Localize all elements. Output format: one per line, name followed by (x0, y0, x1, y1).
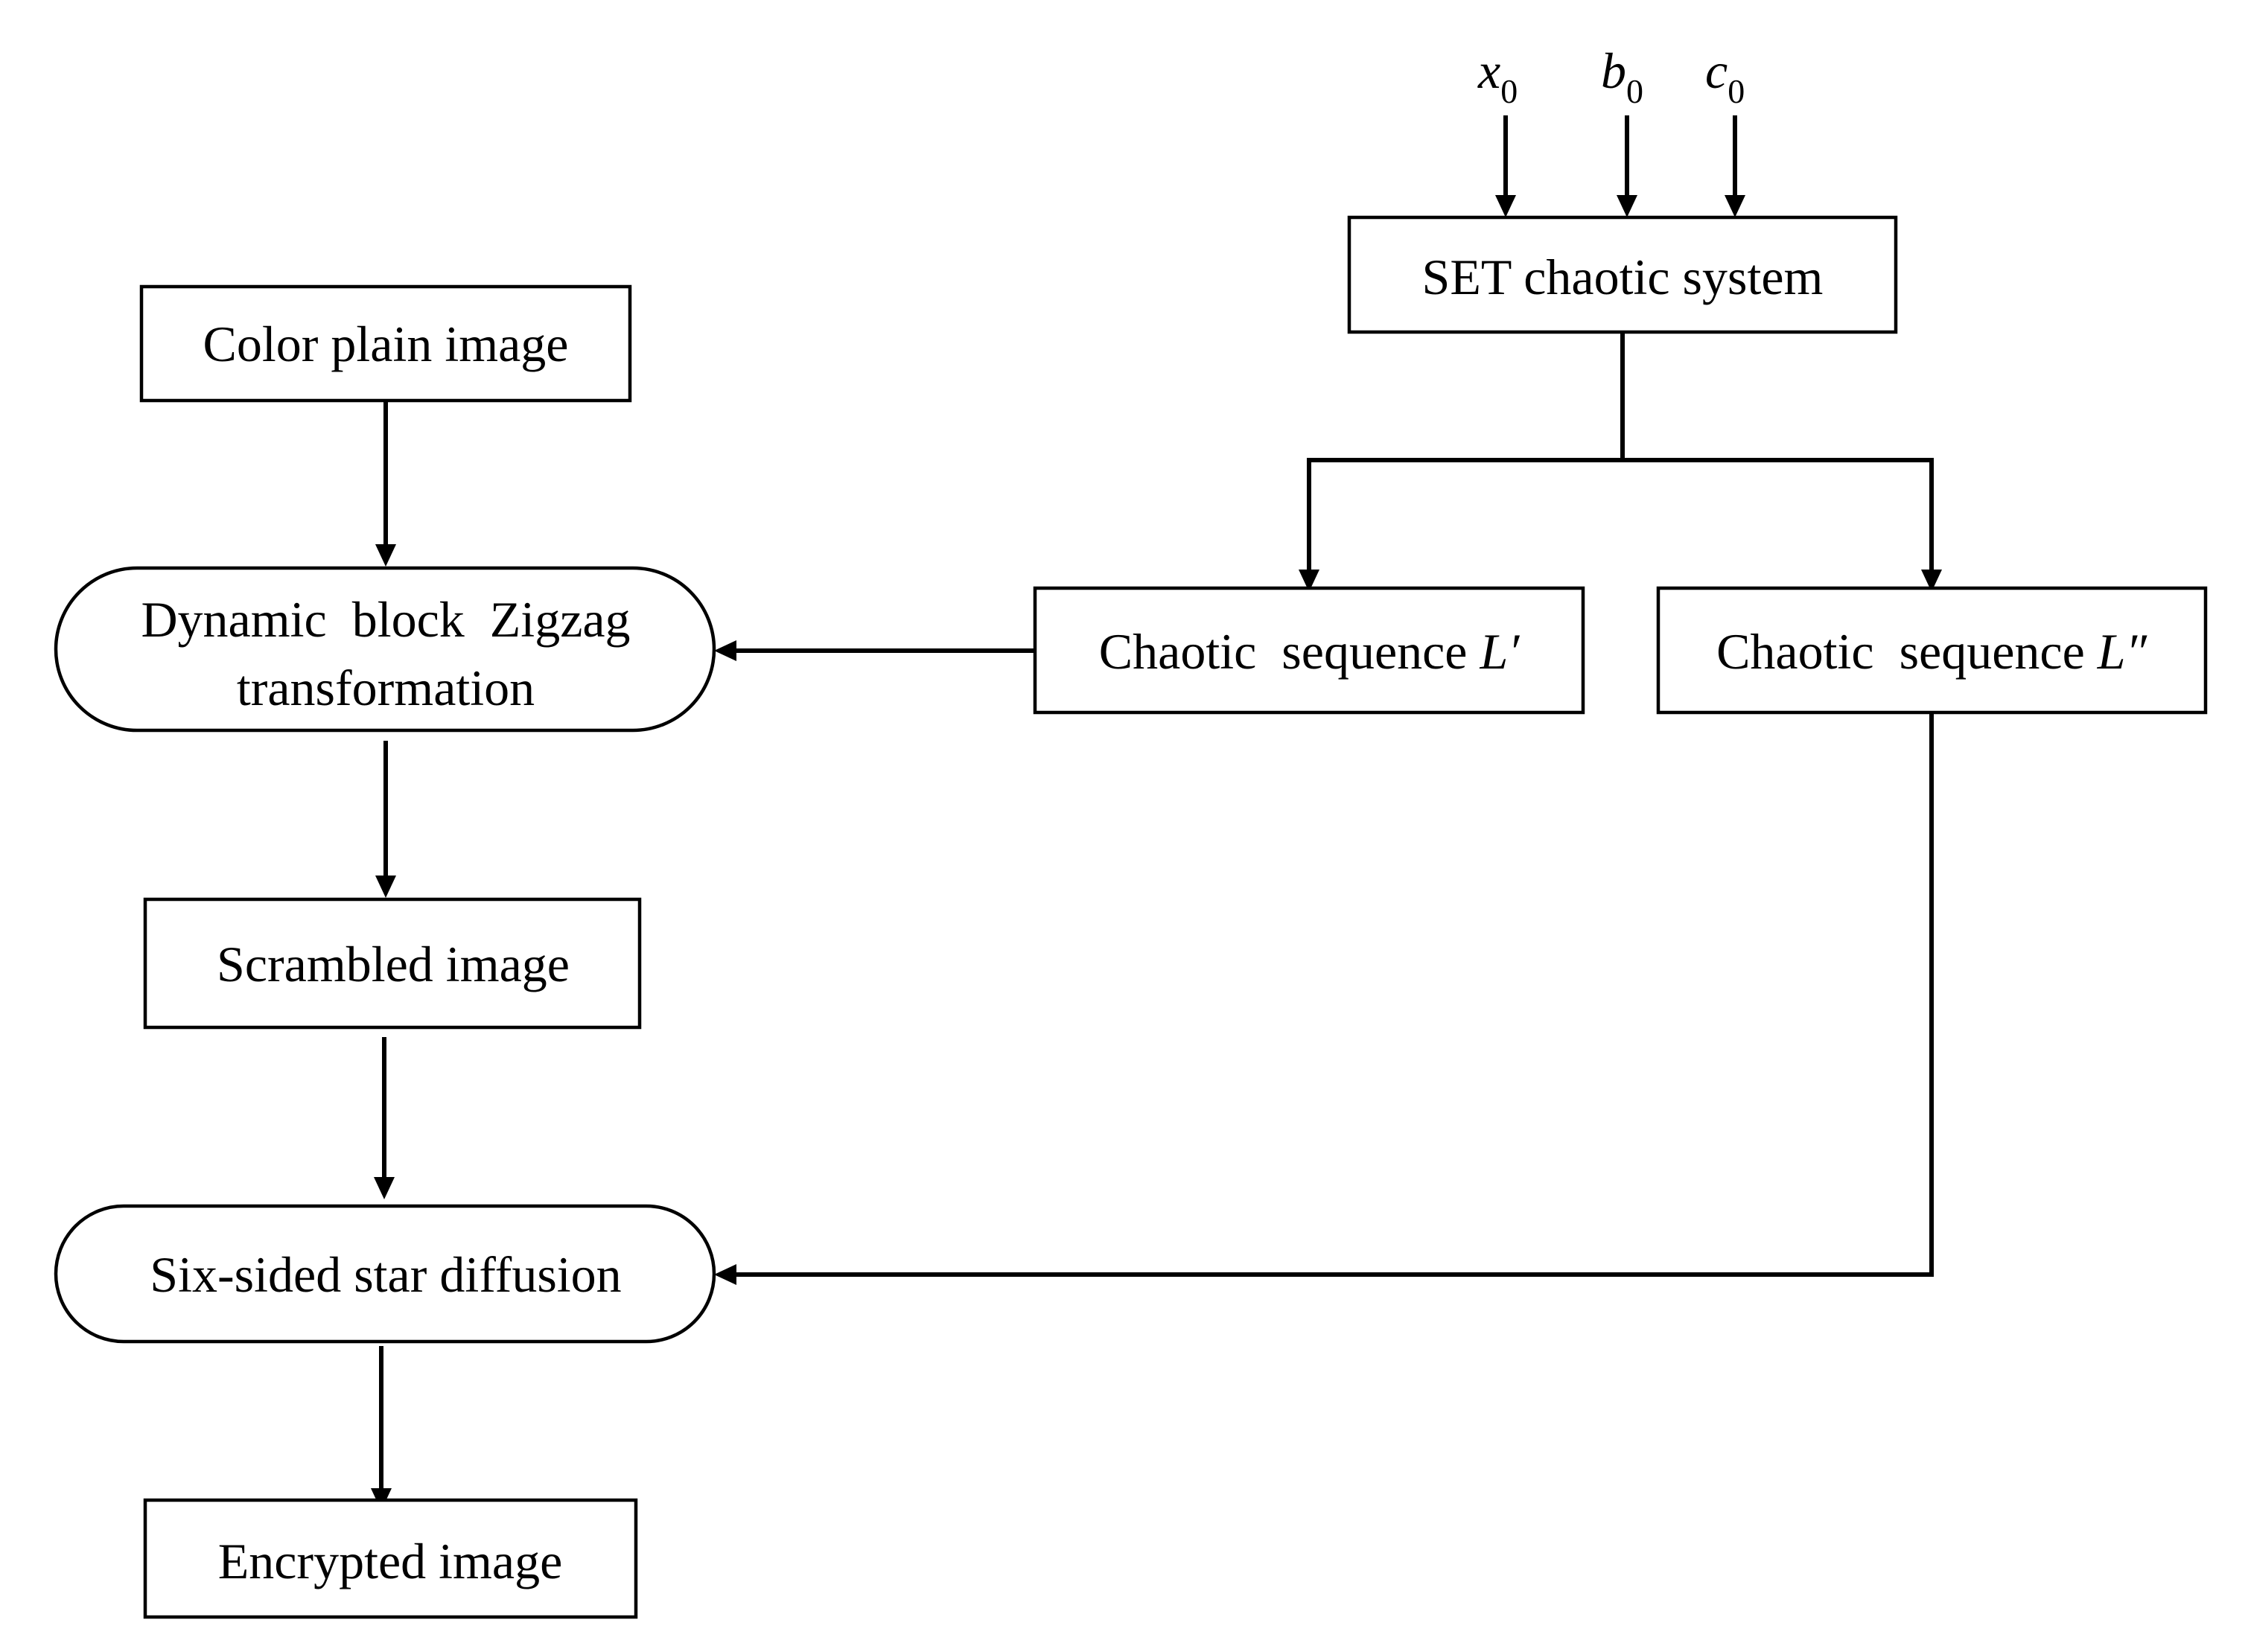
chaotic-sequence-l1-label: Chaotic sequence L′ (1099, 623, 1521, 680)
encrypted-image-label: Encrypted image (218, 1533, 563, 1589)
set-chaotic-system-box (1347, 215, 1898, 334)
zigzag-transformation-line2: transformation (237, 660, 535, 716)
arrowhead-x0 (1495, 195, 1516, 217)
set-chaotic-system-label: SET chaotic system (1422, 249, 1824, 305)
color-plain-image-label: Color plain image (203, 316, 568, 372)
encrypted-image-box (143, 1498, 638, 1619)
arrowhead-to-seq1 (1299, 570, 1319, 592)
chaotic-sequence-l2-box (1656, 586, 2208, 715)
arrowhead-to-seq2 (1921, 570, 1942, 592)
chaotic-sequence-l1-text: Chaotic sequence (1099, 623, 1480, 680)
zigzag-transformation-box (54, 566, 716, 733)
arrowhead-seq1-to-zigzag (714, 640, 736, 661)
six-sided-star-diffusion-box (54, 1204, 716, 1344)
set-split-bar (1307, 458, 1934, 586)
arrowhead-to-scrambled (375, 876, 396, 898)
input-b0: b0 (1601, 42, 1643, 110)
input-c0-sub: 0 (1728, 72, 1745, 110)
input-x0-sub: 0 (1500, 72, 1518, 110)
chaotic-sequence-l2-text: Chaotic sequence (1716, 623, 2098, 680)
arrowhead-b0 (1617, 195, 1637, 217)
input-x0-base: x (1477, 42, 1500, 99)
chaotic-sequence-l1-var: L′ (1480, 623, 1521, 680)
arrowhead-to-diffusion (374, 1177, 395, 1199)
arrowhead-to-zigzag (375, 544, 396, 567)
six-sided-star-diffusion-label: Six-sided star diffusion (150, 1246, 621, 1303)
zigzag-transformation-line1: Dynamic block Zigzag (141, 591, 630, 648)
input-c0: c0 (1705, 42, 1745, 110)
input-c0-base: c (1705, 42, 1728, 99)
input-b0-sub: 0 (1626, 72, 1643, 110)
chaotic-sequence-l2-label: Chaotic sequence L″ (1716, 623, 2147, 680)
color-plain-image-box (139, 284, 632, 403)
input-x0: x0 (1477, 42, 1518, 110)
arrowhead-seq2-to-diffusion (714, 1264, 736, 1285)
arrow-seq2-to-diffusion (733, 712, 1934, 1277)
scrambled-image-label: Scrambled image (217, 936, 570, 992)
chaotic-sequence-l2-var: L″ (2097, 623, 2147, 680)
arrowhead-c0 (1725, 195, 1745, 217)
scrambled-image-box (143, 897, 642, 1030)
input-b0-base: b (1601, 42, 1626, 99)
